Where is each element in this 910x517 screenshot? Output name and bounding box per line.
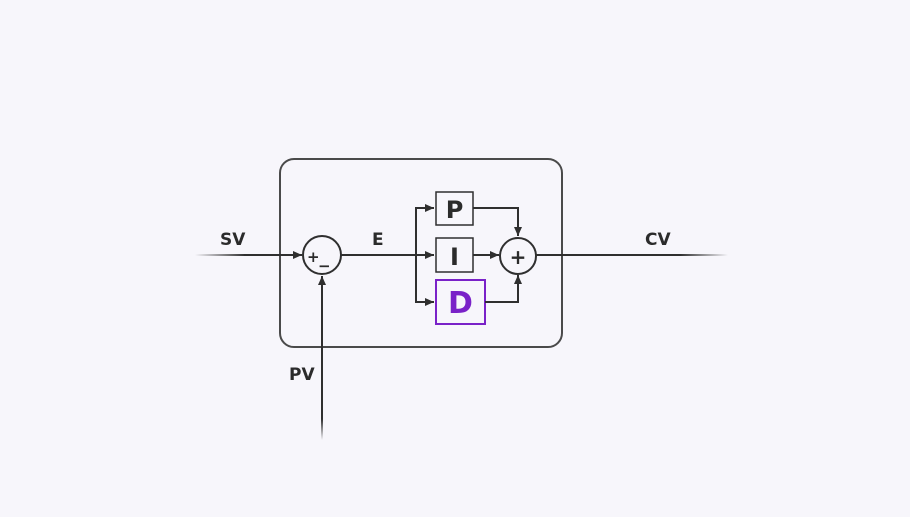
sv-input-line-fade <box>195 254 245 256</box>
p-block <box>435 191 474 226</box>
pv-feedback-line-fade <box>321 380 323 440</box>
cv-label: CV <box>645 230 671 250</box>
p-block-label: P <box>446 196 464 224</box>
error-sum-minus-sign: − <box>318 257 331 275</box>
controller-frame <box>279 158 563 348</box>
i-block-label: I <box>450 243 459 271</box>
pv-label: PV <box>289 365 315 385</box>
d-block <box>435 279 486 325</box>
output-sum-plus-sign: + <box>510 245 527 269</box>
sv-label: SV <box>220 230 246 250</box>
d-output-line <box>485 275 522 303</box>
d-block-label: D <box>448 286 473 321</box>
cv-output-line-fade <box>680 254 728 256</box>
error-sum-plus-sign: + <box>307 248 320 266</box>
e-label: E <box>372 230 384 250</box>
i-block <box>435 237 474 273</box>
p-output-line <box>473 207 522 236</box>
